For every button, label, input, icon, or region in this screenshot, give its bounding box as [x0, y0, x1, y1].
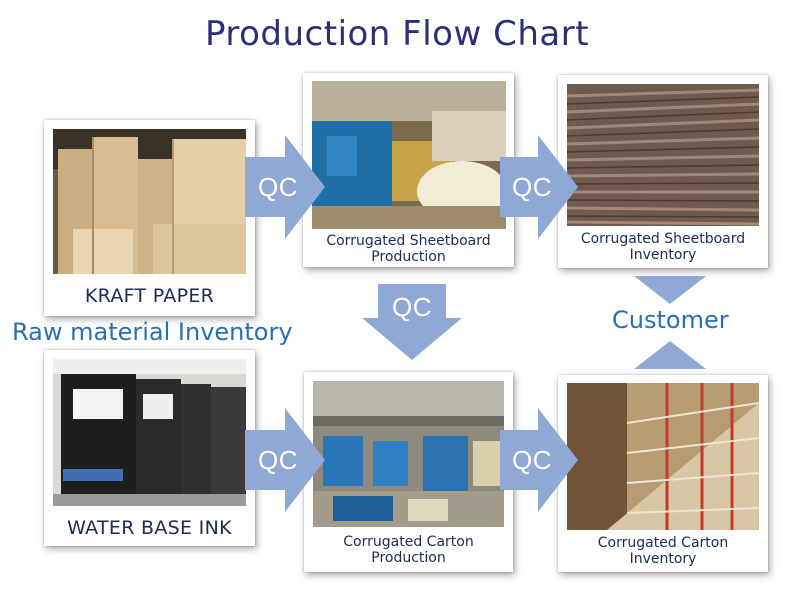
arrow-carton-to-inventory [500, 408, 578, 512]
qc-label-4: QC [512, 445, 552, 475]
water-base-ink-card: WATER BASE INK [44, 350, 255, 546]
sheetboard-production-photo [312, 81, 506, 229]
qc-label-1: QC [258, 172, 298, 202]
sheetboard-inventory-card: Corrugated Sheetboard Inventory [558, 75, 768, 268]
qc-label-5: QC [392, 292, 432, 322]
page-title: Production Flow Chart [204, 14, 590, 54]
qc-label-3: QC [258, 445, 298, 475]
arrow-inventory-to-customer [634, 276, 706, 304]
arrow-kraft-to-sheetboard [245, 135, 325, 239]
kraft-paper-label: KRAFT PAPER [84, 285, 215, 307]
sheetboard-inventory-label: Corrugated Sheetboard Inventory [580, 231, 746, 263]
carton-production-label: Corrugated Carton Production [343, 534, 474, 566]
kraft-paper-card: KRAFT PAPER [44, 120, 255, 316]
arrow-sheetboard-to-inventory [500, 135, 578, 239]
carton-inventory-card: Corrugated Carton Inventory [558, 375, 768, 572]
carton-production-card: Corrugated Carton Production [304, 372, 513, 572]
sheetboard-production-card: Corrugated Sheetboard Production [303, 73, 514, 267]
sheetboard-inventory-photo [567, 84, 759, 226]
qc-label-2: QC [512, 172, 552, 202]
carton-production-photo [313, 381, 504, 527]
sheetboard-production-label: Corrugated Sheetboard Production [326, 233, 491, 265]
water-base-ink-label: WATER BASE INK [67, 517, 232, 539]
arrow-carton-inventory-to-customer [634, 341, 706, 369]
water-base-ink-photo [53, 359, 246, 506]
raw-material-inventory-label: Raw material Inventory [12, 318, 293, 346]
carton-inventory-photo [567, 383, 759, 530]
arrow-sheetboard-to-carton [362, 284, 462, 360]
carton-inventory-label: Corrugated Carton Inventory [597, 535, 729, 567]
kraft-paper-photo [53, 129, 246, 274]
customer-label: Customer [612, 306, 729, 334]
arrow-ink-to-carton [245, 408, 325, 512]
